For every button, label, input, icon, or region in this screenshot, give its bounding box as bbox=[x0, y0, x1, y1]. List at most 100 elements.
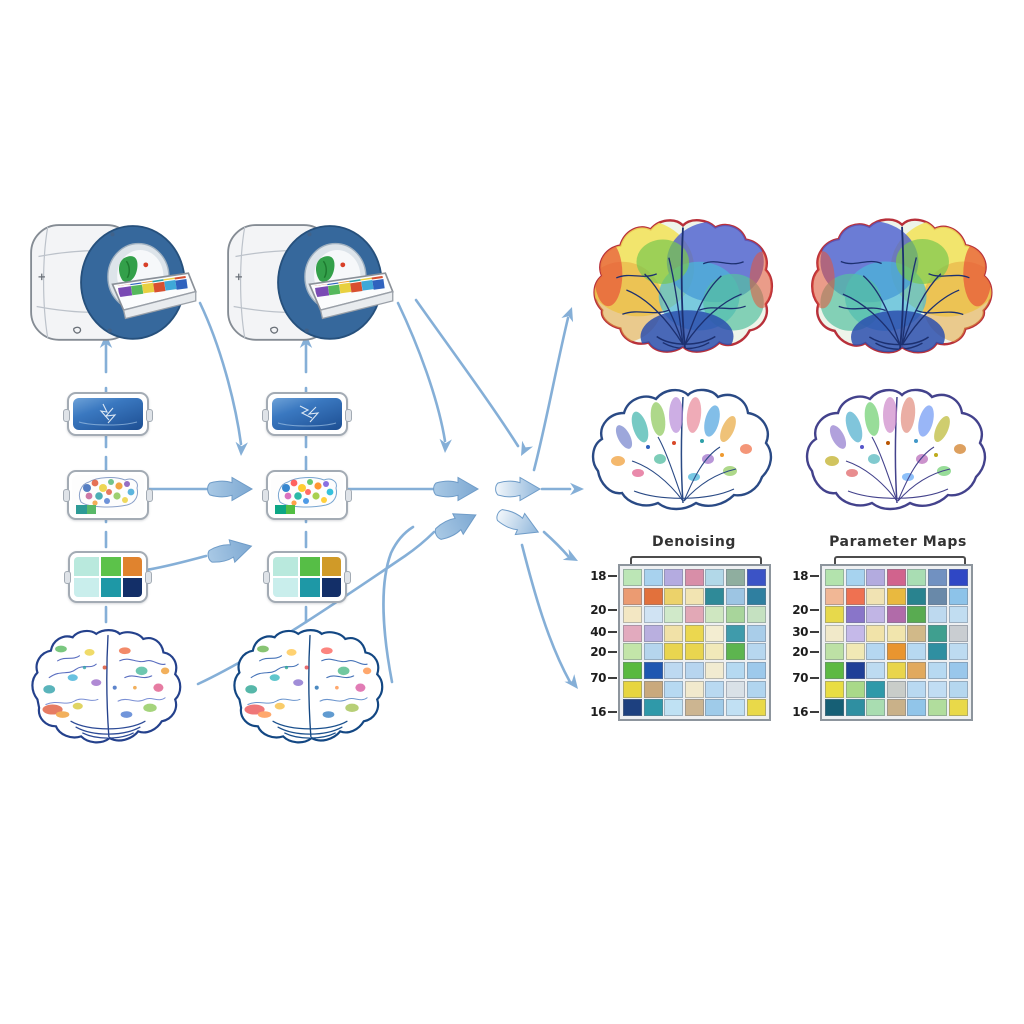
grid-cell bbox=[866, 680, 886, 698]
colormap-cell bbox=[101, 557, 121, 576]
grid-cell bbox=[845, 606, 865, 624]
brain-slice-image bbox=[271, 475, 343, 515]
grid-cell bbox=[684, 587, 704, 605]
grid-cell bbox=[907, 624, 927, 642]
grid-cell bbox=[705, 680, 725, 698]
arrow-scanner2-down bbox=[396, 301, 447, 443]
axis-tick bbox=[608, 711, 617, 713]
grid-cell bbox=[825, 587, 844, 605]
grid-cell bbox=[705, 643, 725, 661]
grid-cell bbox=[623, 606, 642, 624]
colormap-cell bbox=[74, 557, 100, 576]
grid-cell bbox=[948, 661, 968, 679]
grid-cell bbox=[746, 587, 766, 605]
grid-cell bbox=[725, 699, 745, 717]
grid-cell bbox=[825, 569, 844, 586]
colormap-cell bbox=[273, 557, 299, 576]
brain-illustration-pastel-1 bbox=[584, 384, 780, 516]
axis-tick bbox=[810, 677, 819, 679]
grid-cell bbox=[664, 606, 684, 624]
colormap-cells bbox=[273, 557, 341, 597]
grid-title-denoising: Denoising bbox=[651, 534, 737, 550]
grid-cell bbox=[927, 699, 947, 717]
grid-cell bbox=[845, 624, 865, 642]
grid-cell bbox=[886, 587, 906, 605]
grid-cells bbox=[618, 564, 771, 722]
colormap-tablet-left bbox=[64, 551, 152, 603]
grid-cell bbox=[705, 624, 725, 642]
grid-cell bbox=[886, 606, 906, 624]
grid-cell bbox=[746, 699, 766, 717]
grid-cell bbox=[845, 680, 865, 698]
grid-cell bbox=[643, 587, 663, 605]
grid-cell bbox=[684, 569, 704, 586]
axis-tick bbox=[608, 677, 617, 679]
grid-cell bbox=[845, 643, 865, 661]
colormap-cell bbox=[122, 578, 142, 597]
grid-cell bbox=[623, 624, 642, 642]
grid-cell bbox=[845, 587, 865, 605]
grid-cell bbox=[623, 680, 642, 698]
grid-y-axis-label: 70 bbox=[792, 671, 808, 685]
brain-slice-panel-right bbox=[262, 470, 352, 520]
colormap-cell bbox=[300, 557, 320, 576]
grid-cell bbox=[886, 680, 906, 698]
mri-scanner-left bbox=[20, 212, 205, 351]
coil-screen bbox=[73, 398, 143, 430]
grid-cell bbox=[684, 606, 704, 624]
colormap-tablet-right bbox=[263, 551, 351, 603]
grid-cell bbox=[907, 661, 927, 679]
brain-illustration-segmented-1 bbox=[31, 629, 182, 744]
colormap-cell bbox=[122, 557, 142, 576]
grid-cell bbox=[866, 624, 886, 642]
coil-panel-left bbox=[63, 392, 153, 436]
grid-cell bbox=[725, 680, 745, 698]
grid-cell bbox=[886, 661, 906, 679]
grid-cell bbox=[664, 661, 684, 679]
grid-cell bbox=[845, 699, 865, 717]
grid-cell bbox=[684, 680, 704, 698]
brain-illustration-segmented-2 bbox=[233, 629, 384, 744]
colormap-cell bbox=[273, 578, 299, 597]
grid-cell bbox=[705, 569, 725, 586]
grid-cell bbox=[927, 569, 947, 586]
axis-tick bbox=[810, 651, 819, 653]
colormap-cell bbox=[321, 557, 341, 576]
grid-cell bbox=[948, 643, 968, 661]
grid-cell bbox=[725, 569, 745, 586]
grid-title-parameter-maps: Parameter Maps bbox=[829, 534, 967, 550]
grid-cell bbox=[664, 624, 684, 642]
brain-illustration-rainbow-2 bbox=[800, 216, 1000, 358]
grid-cell bbox=[907, 569, 927, 586]
grid-cell bbox=[845, 661, 865, 679]
colormap-cell bbox=[321, 578, 341, 597]
grid-cell bbox=[643, 680, 663, 698]
coil-panel-right bbox=[262, 392, 352, 436]
grid-cell bbox=[825, 606, 844, 624]
grid-cell bbox=[623, 587, 642, 605]
grid-y-axis-label: 40 bbox=[590, 625, 606, 639]
grid-cell bbox=[746, 569, 766, 586]
grid-cell bbox=[664, 569, 684, 586]
grid-cell bbox=[907, 680, 927, 698]
grid-y-axis-label: 18 bbox=[792, 569, 808, 583]
grid-cell bbox=[684, 661, 704, 679]
grid-cell bbox=[623, 661, 642, 679]
grid-cell bbox=[684, 643, 704, 661]
arrow-hub-to-grid2 bbox=[520, 543, 572, 684]
grid-cell bbox=[746, 661, 766, 679]
grid-cell bbox=[825, 643, 844, 661]
grid-y-axis-label: 16 bbox=[792, 705, 808, 719]
grid-cell bbox=[623, 699, 642, 717]
grid-cell bbox=[927, 624, 947, 642]
grid-cell bbox=[825, 624, 844, 642]
grid-cell bbox=[907, 699, 927, 717]
arrow-hub-to-grid1 bbox=[542, 530, 570, 558]
colormap-cell bbox=[101, 578, 121, 597]
axis-tick bbox=[608, 651, 617, 653]
grid-y-axis-label: 16 bbox=[590, 705, 606, 719]
